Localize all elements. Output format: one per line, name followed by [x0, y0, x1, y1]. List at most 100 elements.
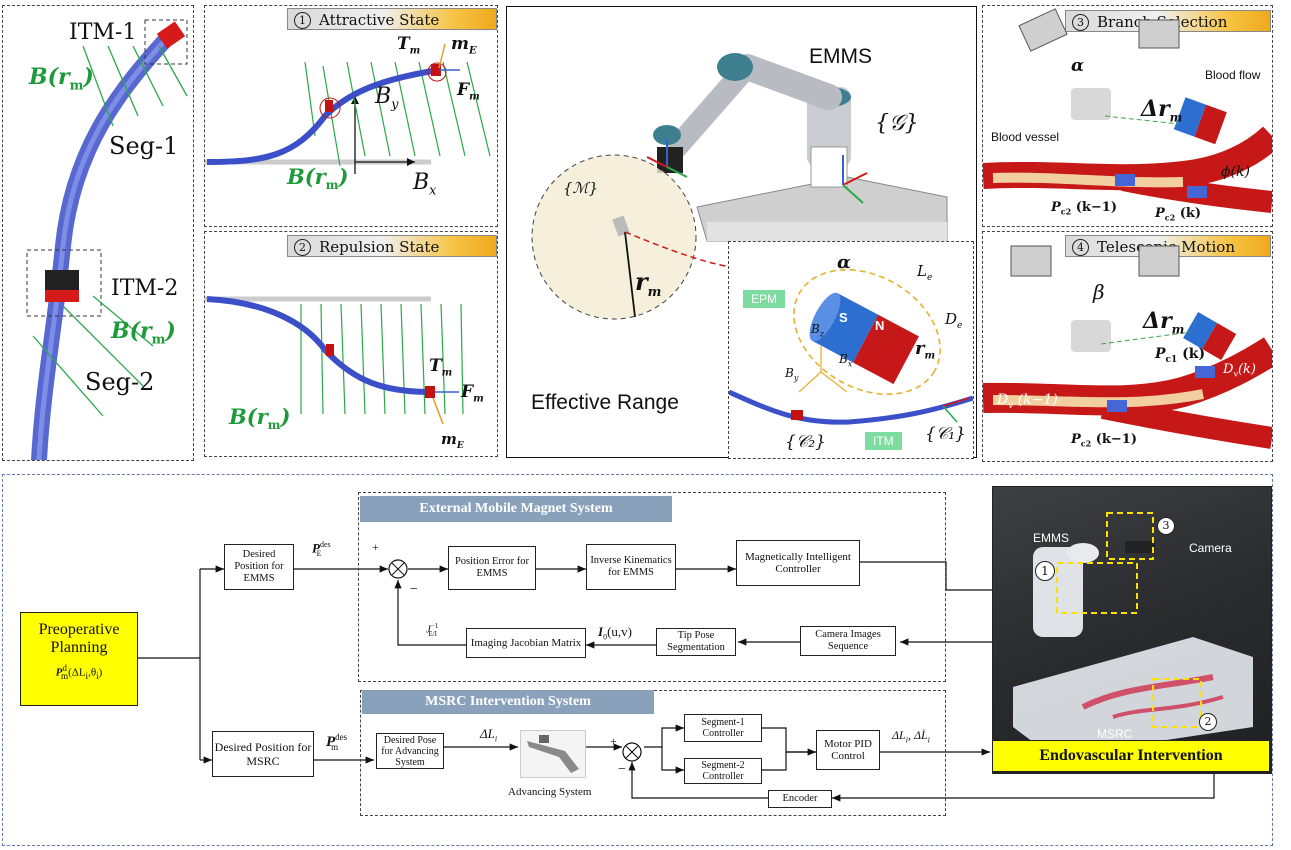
branch-selection-diagram: [983, 8, 1272, 213]
endovascular-intervention-block: Endovascular Intervention: [992, 740, 1270, 772]
imaging-jacobian-block: Imaging Jacobian Matrix: [466, 628, 586, 658]
s-pole: S: [839, 310, 848, 325]
itm-chip: ITM: [865, 432, 902, 450]
field-label-attractive: B(rm): [287, 164, 349, 193]
dli-label: ΔLi: [480, 726, 498, 744]
itm2-label: ITM-2: [111, 276, 179, 301]
tm-label-1: Tm: [397, 34, 421, 57]
dli-out-label: ΔLi, ΔL̇i: [892, 728, 930, 745]
photo-msrc-label: MSRC: [1097, 727, 1133, 741]
me-label-2: mE: [441, 430, 464, 451]
bz-label: Bz: [811, 322, 825, 339]
seg2-label: Seg-2: [85, 368, 155, 396]
advancing-system-image: [520, 730, 586, 778]
m-frame-label: {ℳ}: [563, 179, 599, 197]
sum-minus-msrc: −: [618, 762, 626, 777]
photo-marker-2: 2: [1199, 713, 1217, 731]
segment2-controller: Segment-2 Controller: [684, 758, 762, 784]
pc1-label: Pc1 (k): [1155, 346, 1206, 365]
epm-chip: EPM: [743, 290, 786, 308]
robot-illustration: [531, 53, 948, 320]
fm-label-1: Fm: [457, 80, 480, 103]
photo-marker-1: 1: [1035, 561, 1055, 581]
effective-range-label: Effective Range: [531, 391, 679, 414]
alpha-branch: α: [1071, 56, 1085, 76]
blood-vessel-label: Blood vessel: [991, 130, 1060, 144]
jinv-label: J−1E/I: [426, 622, 439, 638]
photo-emms-label: EMMS: [1033, 531, 1069, 545]
catheter-overview-panel: ITM-1 B(rm) Seg-1 ITM-2 B(rm) Seg-2: [2, 5, 194, 461]
pc2-k-branch: Pc2 (k): [1155, 206, 1202, 223]
c2-label: {𝒞₂}: [785, 432, 826, 452]
repulsion-state-diagram: [205, 296, 464, 425]
inverse-kinematics-block: Inverse Kinematics for EMMS: [586, 544, 676, 590]
fm-label-2: Fm: [461, 382, 484, 405]
alpha-inset: α: [837, 252, 851, 273]
msrc-subsystem-title: MSRC Intervention System: [362, 690, 654, 714]
field-label-top: B(rm): [29, 64, 94, 94]
i0-label: I0(u,v): [598, 624, 632, 642]
phi-label: ϕ(k): [1221, 164, 1250, 180]
motor-pid-block: Motor PID Control: [816, 730, 880, 770]
preoperative-planning-block: Preoperative Planning Pdm(ΔLi,θi): [20, 612, 138, 706]
seg1-label: Seg-1: [109, 132, 179, 160]
pc2-km1-branch: Pc2 (k−1): [1051, 200, 1117, 217]
setup-photo-illustration: [1013, 512, 1253, 757]
emms-robot-panel: EMMS {𝒢} {ℳ} rm Effective Range α Le De …: [506, 6, 977, 459]
pc2-km1-telescopic: Pc2 (k−1): [1071, 432, 1137, 449]
attractive-state-diagram: [205, 43, 491, 174]
n-pole: N: [875, 318, 885, 333]
emms-subsystem-title: External Mobile Magnet System: [360, 496, 672, 522]
catheter-illustration: [26, 19, 188, 460]
pe-des-label: PdesE: [312, 540, 331, 558]
blood-flow-label: Blood flow: [1205, 68, 1261, 82]
camera-images-block: Camera Images Sequence: [800, 626, 896, 656]
dv-km1-label: Dv (k−1): [997, 392, 1058, 411]
sum-minus-emms: −: [410, 582, 418, 597]
experimental-setup-photo: EMMS Camera MSRC 1 2 3: [992, 486, 1272, 774]
tm-label-2: Tm: [429, 356, 453, 379]
advancing-system-label: Advancing System: [508, 786, 592, 798]
field-label-repulsion: B(rm): [229, 404, 291, 433]
magnet-inset-diagram: [729, 268, 973, 425]
me-label-1: mE: [451, 34, 477, 57]
de-label: De: [945, 310, 963, 331]
magnet-inset: α Le De rm EPM ITM Bz Bx By S N {𝒞₂} {𝒞₁…: [728, 241, 974, 459]
photo-camera-label: Camera: [1189, 541, 1232, 555]
rm-label: rm: [635, 267, 662, 300]
g-frame-label: {𝒢}: [875, 111, 919, 136]
by-label: By: [375, 84, 399, 113]
drm-branch: Δrm: [1141, 96, 1183, 125]
sum-plus-msrc: +: [610, 734, 617, 748]
photo-marker-3: 3: [1157, 517, 1175, 535]
itm1-label: ITM-1: [69, 20, 137, 45]
drm-telescopic: Δrm: [1143, 308, 1185, 337]
telescopic-motion-diagram: [983, 245, 1272, 449]
sum-plus-emms: +: [372, 540, 379, 554]
by-inset-label: By: [785, 366, 799, 383]
le-label: Le: [917, 262, 933, 283]
desired-position-emms: Desired Position for EMMS: [224, 544, 294, 590]
bx-label: Bx: [413, 170, 437, 199]
field-label-bottom: B(rm): [111, 318, 176, 348]
magnetic-controller-block: Magnetically Intelligent Controller: [736, 540, 860, 586]
advancing-system-illustration: [527, 735, 579, 773]
tip-pose-block: Tip Pose Segmentation: [656, 628, 736, 656]
rm-inset-label: rm: [915, 338, 936, 362]
desired-position-msrc: Desired Position for MSRC: [212, 731, 314, 777]
position-error-block: Position Error for EMMS: [448, 546, 536, 590]
desired-pose-advancing: Desired Pose for Advancing System: [376, 733, 444, 769]
segment1-controller: Segment-1 Controller: [684, 714, 762, 742]
control-framework-panel: [2, 474, 1273, 846]
encoder-block: Encoder: [768, 790, 832, 808]
bx-inset-label: Bx: [839, 352, 853, 369]
emms-title: EMMS: [809, 45, 872, 68]
pm-des-label: Pdesm: [326, 732, 348, 752]
dv-k-label: Dv(k): [1223, 362, 1256, 379]
